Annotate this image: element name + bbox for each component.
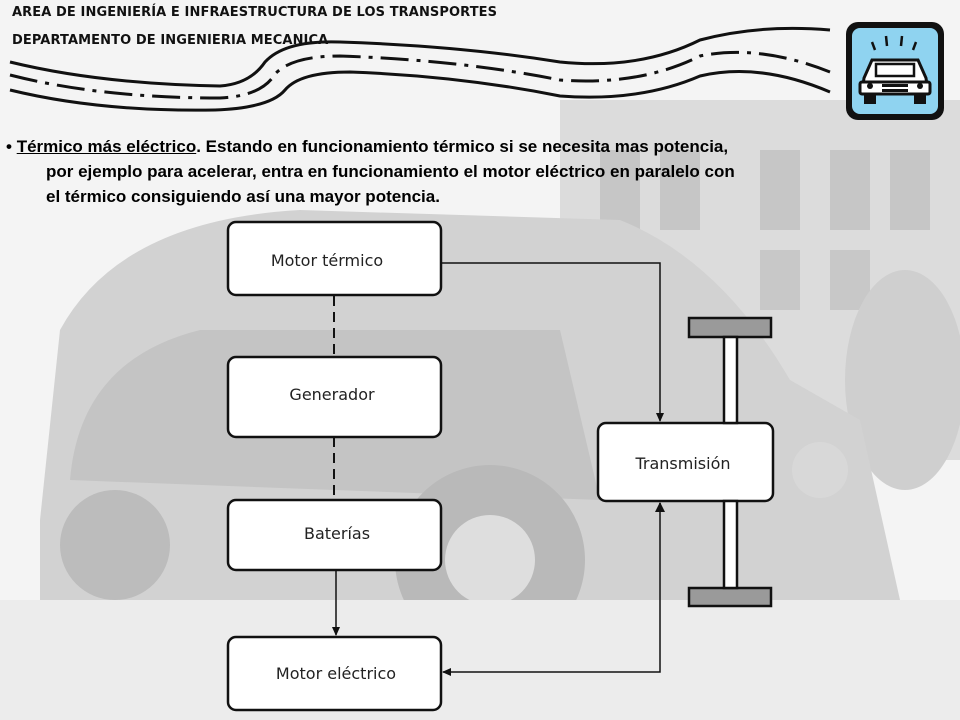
description-line-3: el térmico consiguiendo así una mayor po…: [46, 187, 440, 206]
bullet-mark: •: [6, 137, 12, 156]
road-decoration: [9, 26, 831, 112]
header-department-area: AREA DE INGENIERÍA E INFRAESTRUCTURA DE …: [12, 5, 498, 20]
box-baterias: Baterías: [226, 498, 443, 572]
axle-icon: [687, 316, 773, 608]
label-motor-termico: Motor térmico: [271, 251, 383, 270]
label-generador: Generador: [289, 385, 375, 404]
box-motor-termico: Motor térmico: [226, 220, 443, 297]
box-motor-electrico: Motor eléctrico: [226, 635, 443, 712]
box-transmision: Transmisión: [596, 421, 775, 503]
label-transmision: Transmisión: [634, 454, 730, 473]
box-generador: Generador: [226, 355, 443, 439]
arrow-motor-termico-transmision: [441, 262, 664, 422]
description-line-1-rest: . Estando en funcionamiento térmico si s…: [196, 137, 729, 156]
label-baterias: Baterías: [304, 524, 370, 543]
car-front-icon: [846, 22, 944, 120]
description-title: Térmico más eléctrico: [16, 137, 197, 156]
arrow-head-up-transmision: [655, 502, 665, 512]
description-line-2: por ejemplo para acelerar, entra en func…: [46, 162, 735, 181]
arrow-transmision-motor-electrico: [442, 503, 661, 676]
header-department-name: DEPARTAMENTO DE INGENIERIA MECANICA: [12, 33, 329, 48]
label-motor-electrico: Motor eléctrico: [276, 664, 396, 683]
description-line-1: • Térmico más eléctrico. Estando en func…: [6, 134, 946, 159]
description-paragraph: • Térmico más eléctrico. Estando en func…: [6, 134, 946, 209]
